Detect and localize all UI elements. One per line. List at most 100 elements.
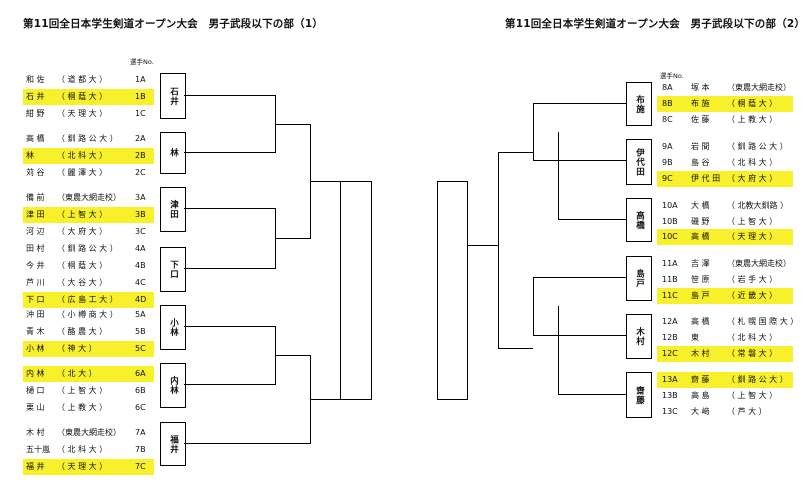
player-number: 5A: [135, 310, 146, 319]
player-name: 五十嵐: [26, 445, 50, 454]
player-school: （ 北 科 大 ）: [727, 158, 778, 167]
player-school: （ 上 教 大 ）: [57, 403, 108, 412]
player-school: （ 道 都 大 ）: [57, 75, 108, 84]
player-school: （ 桐 蔭 大 ）: [727, 99, 778, 108]
player-number: 11B: [662, 275, 678, 284]
left-player-row: 河 辺（ 大 府 大 ）3C: [23, 224, 154, 240]
player-school: （ 上 智 大 ）: [727, 217, 778, 226]
player-school: （ 近 畿 大 ）: [727, 291, 778, 300]
player-number: 4A: [135, 244, 146, 253]
player-number: 7B: [135, 445, 146, 454]
right-box-1: 布施: [626, 82, 652, 126]
player-number: 6B: [135, 386, 146, 395]
player-name: 芦 川: [26, 278, 45, 287]
player-school: （ 広 島 工 大 ）: [57, 295, 118, 304]
player-name: 木 村: [26, 428, 45, 437]
player-number: 8C: [662, 115, 673, 124]
player-number: 4C: [135, 278, 146, 287]
player-school: （ 上 智 大 ）: [57, 386, 108, 395]
player-name: 福 井: [26, 462, 45, 471]
left-player-row: 下 口 （ 広 島 工 大 ） 4D: [23, 292, 154, 308]
player-number: 8A: [662, 83, 673, 92]
player-school: （ 神 大 ）: [57, 344, 97, 353]
player-name: 塚 本: [691, 83, 710, 92]
left-player-row: 内 林（ 北 大 ）6A: [23, 366, 154, 382]
right-player-row: 10C 高 橋 （ 天 理 大 ）: [657, 229, 793, 245]
player-number: 1B: [135, 92, 146, 101]
player-number: 13B: [662, 391, 678, 400]
player-number: 10A: [662, 201, 678, 210]
left-box-2: 林: [160, 132, 186, 174]
player-number: 6C: [135, 403, 146, 412]
player-school: （東農大網走校）: [57, 428, 121, 437]
player-school: （ 大 府 大 ）: [57, 227, 108, 236]
player-name: 佐 藤: [691, 115, 710, 124]
player-number: 11A: [662, 259, 678, 268]
player-name: 苅 谷: [26, 168, 45, 177]
player-school: （ 釧 路 公 大 ）: [727, 375, 788, 384]
left-player-row: 樋 口（ 上 智 大 ）6B: [23, 383, 154, 399]
left-player-row: 福 井（ 天 理 大 ）7C: [23, 459, 154, 475]
left-player-row: 津 田 （ 上 智 大 ） 3B: [23, 207, 154, 223]
player-number: 3A: [135, 193, 146, 202]
right-player-no-header: 選手No.: [660, 72, 684, 80]
player-name: 小 林: [26, 344, 45, 353]
player-name: 津 田: [26, 210, 45, 219]
player-name: 高 橋: [691, 317, 710, 326]
player-number: 3B: [135, 210, 146, 219]
player-name: 今 井: [26, 261, 45, 270]
player-number: 1A: [135, 75, 146, 84]
player-name: 内 林: [26, 369, 45, 378]
left-player-no-header: 選手No.: [130, 58, 154, 66]
left-player-row: 苅 谷（ 麗 澤 大 ）2C: [23, 165, 154, 181]
player-name: 栗 山: [26, 403, 45, 412]
player-name: 大 橋: [691, 201, 710, 210]
player-school: （ 大 谷 大 ）: [57, 278, 108, 287]
player-name: 石 井: [26, 92, 45, 101]
player-name: 高 島: [691, 391, 710, 400]
left-box-4: 下口: [160, 247, 186, 292]
player-school: （ 岩 手 大 ）: [727, 275, 778, 284]
player-school: （ 小 樽 商 大 ）: [57, 310, 118, 319]
player-number: 11C: [662, 291, 678, 300]
right-box-4: 島戸: [626, 256, 652, 301]
player-name: 磯 野: [691, 217, 710, 226]
right-box-2: 伊代田: [626, 139, 652, 185]
player-number: 5B: [135, 327, 146, 336]
player-school: （ 天 理 大 ）: [727, 232, 778, 241]
left-player-row: 青 木（ 酪 農 大 ）5B: [23, 324, 154, 340]
right-title: 第11回全日本学生剣道オープン大会 男子武段以下の部（2）: [505, 18, 806, 30]
player-number: 4D: [135, 295, 147, 304]
left-player-row: 石 井（ 桐 蔭 大 ）1B: [23, 89, 154, 105]
player-school: （ 上 智 大 ）: [57, 210, 108, 219]
player-name: 高 橋: [691, 232, 710, 241]
player-number: 3C: [135, 227, 146, 236]
left-box-1: 石井: [160, 73, 186, 119]
player-school: （ 北 科 大 ）: [57, 445, 108, 454]
player-school: （ 釧 路 公 大 ）: [57, 134, 118, 143]
player-number: 4B: [135, 261, 146, 270]
player-name: 下 口: [26, 295, 45, 304]
player-name: 岩 間: [691, 142, 710, 151]
player-number: 10C: [662, 232, 678, 241]
left-box-7: 福井: [160, 422, 186, 466]
left-player-row: 芦 川 （ 大 谷 大 ） 4C: [23, 275, 154, 291]
player-name: 島 谷: [691, 158, 710, 167]
player-number: 7C: [135, 462, 146, 471]
player-school: （ 北教大釧路 ）: [727, 201, 789, 210]
player-school: （東農大網走校）: [727, 259, 791, 268]
player-school: （ 北 大 ）: [57, 369, 97, 378]
player-school: （ 麗 澤 大 ）: [57, 168, 108, 177]
player-school: （ 芦 大 ）: [727, 407, 767, 416]
